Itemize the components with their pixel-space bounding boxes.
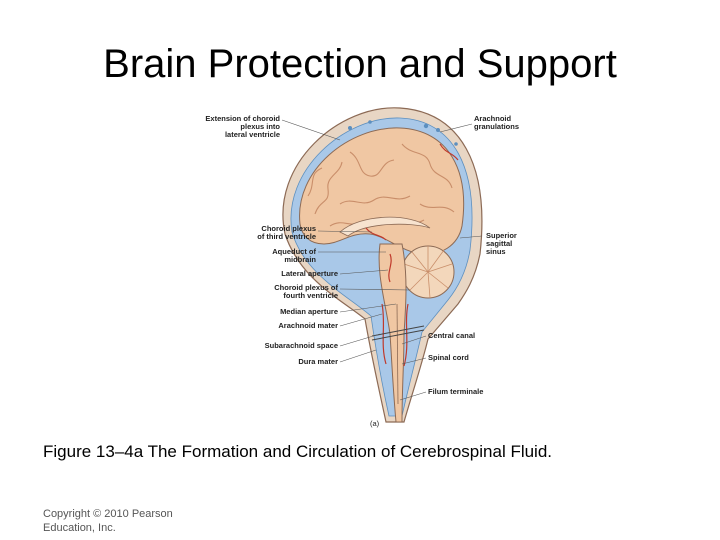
slide-title: Brain Protection and Support: [103, 42, 617, 86]
left-leader-lines: [281, 119, 411, 363]
label-median-aperture: Median aperture: [280, 307, 338, 316]
figure-caption: Figure 13–4a The Formation and Circulati…: [43, 442, 553, 461]
label-dura-mater: Dura mater: [298, 357, 338, 366]
spinal-cord: [378, 243, 407, 423]
arachnoid-granulations-marks: [348, 120, 458, 146]
central-canal: [396, 303, 399, 405]
label-central-canal: Central canal: [428, 331, 475, 340]
label-lateral-aperture: Lateral aperture: [281, 269, 338, 278]
panel-label: (a): [370, 419, 380, 428]
right-leader-lines: [399, 123, 483, 401]
copyright-line-1: Copyright © 2010 Pearson: [43, 508, 173, 520]
label-arachnoid-mater: Arachnoid mater: [278, 321, 338, 330]
copyright-notice: Copyright © 2010 Pearson Education, Inc.: [43, 507, 193, 535]
label-spinal-cord: Spinal cord: [428, 353, 469, 362]
lateral-ventricle: [339, 216, 431, 237]
label-subarachnoid-space: Subarachnoid space: [265, 341, 338, 350]
label-filum-terminale: Filum terminale: [428, 387, 483, 396]
copyright-line-2: Education, Inc.: [43, 522, 116, 534]
